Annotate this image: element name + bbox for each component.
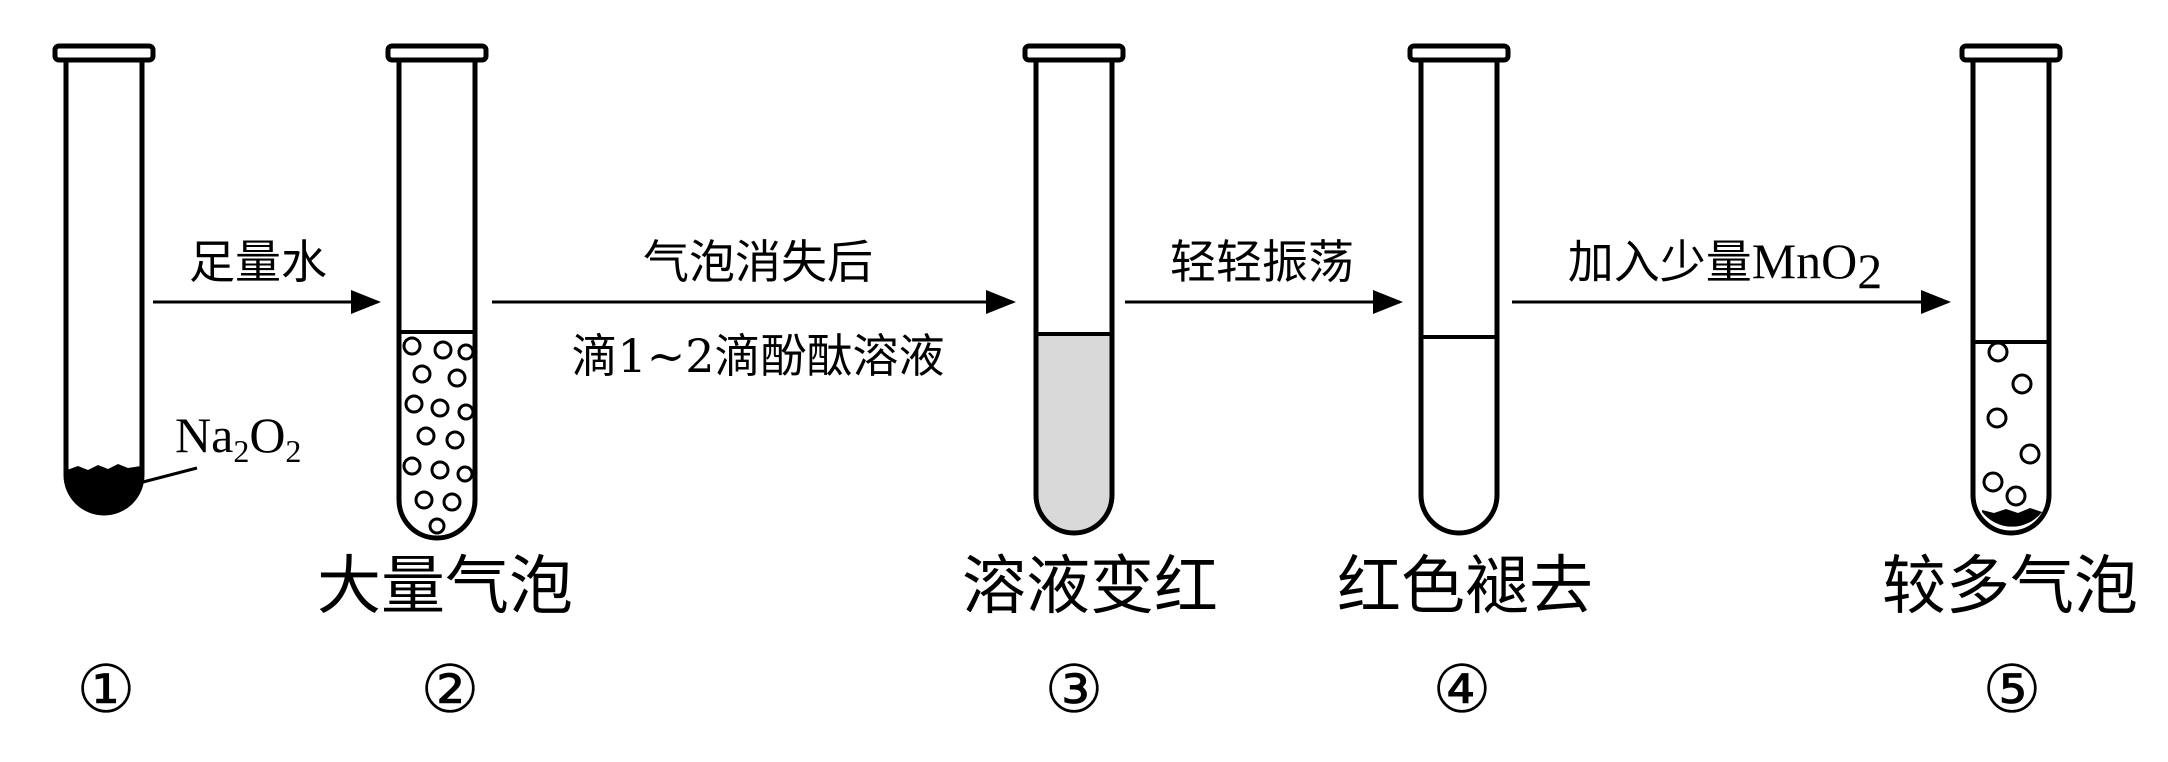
tube-number-1: ① [76,651,135,728]
tube-number-2: ② [420,651,479,728]
bubbles [402,336,475,535]
reagent-pointer-line [142,466,198,484]
step-1-label: 足量水 [189,235,327,289]
manganese-dioxide-solid [1982,508,2042,527]
caption-tube-3: 溶液变红 [962,550,1218,624]
step-2-label-top: 气泡消失后 [643,235,873,289]
reagent-label: Na2O2 [175,407,301,469]
tube-number-3: ③ [1044,651,1103,728]
tube-number-4: ④ [1432,651,1491,728]
caption-tube-2: 大量气泡 [317,550,573,624]
test-tube-2 [385,43,489,541]
caption-tube-4: 红色褪去 [1337,550,1593,624]
bubbles [1982,341,2041,507]
caption-tube-5: 较多气泡 [1882,550,2138,624]
test-tube-4 [1407,43,1511,536]
test-tube-3 [1022,43,1126,536]
test-tube-1 [52,43,156,516]
test-tube-5 [1959,43,2063,536]
step-3-label: 轻轻振荡 [1170,235,1354,289]
step-4-label: 加入少量MnO2 [1568,233,1883,299]
tube-number-5: ⑤ [1982,651,2041,728]
red-solution [1036,334,1112,533]
sodium-peroxide-solid [67,464,141,514]
step-2-label-bottom: 滴1~2滴酚酞溶液 [571,329,944,383]
